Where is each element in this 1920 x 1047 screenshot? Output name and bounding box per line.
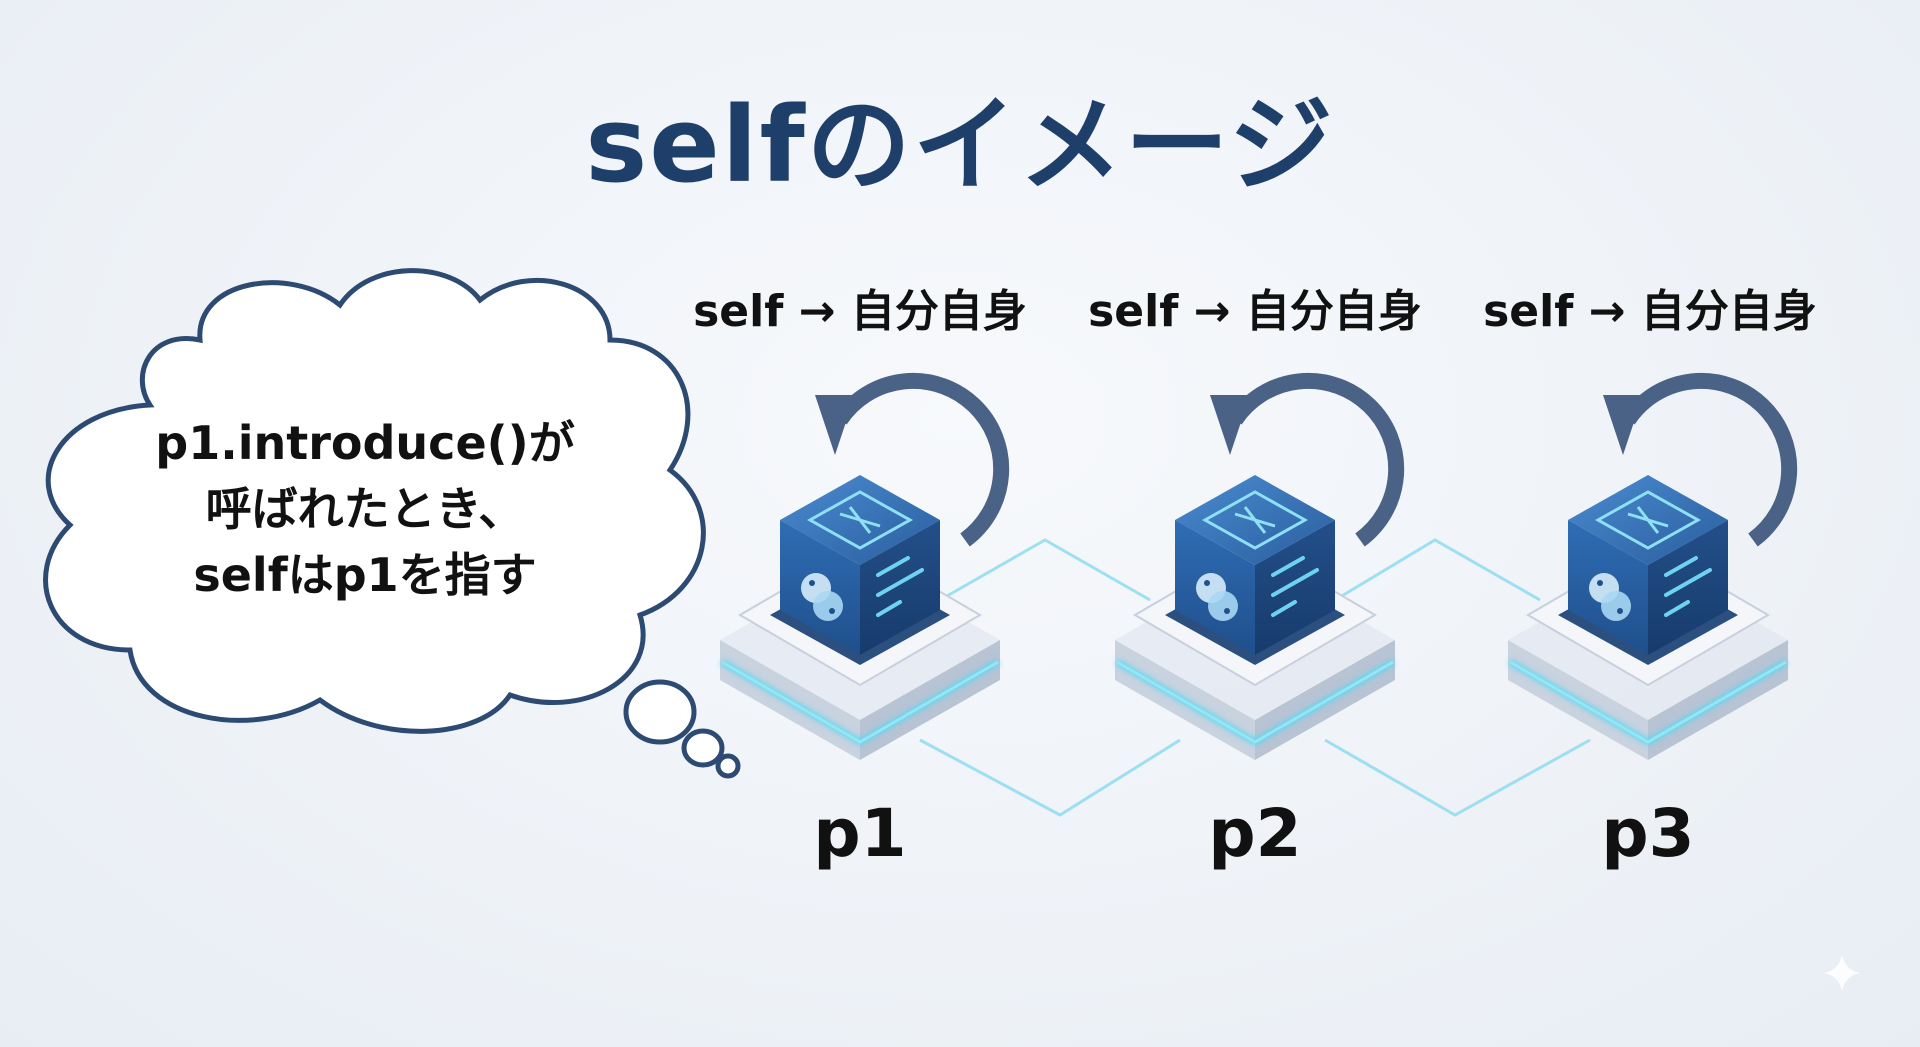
- object-node-p2: [1115, 372, 1405, 760]
- self-reference-loop-arrow-icon-p2: [1210, 372, 1405, 547]
- python-logo-icon-p3: [1589, 573, 1631, 621]
- object-label-p1: p1: [813, 795, 907, 872]
- self-label-p1: self → 自分自身: [693, 286, 1027, 337]
- connection-line-p1-p2-bottom: [919, 738, 1181, 817]
- python-logo-icon-p1: [801, 573, 843, 621]
- object-label-p3: p3: [1601, 795, 1695, 872]
- thought-line-2: 呼ばれたとき、: [205, 482, 525, 536]
- connection-line-p1-p2-top: [939, 538, 1151, 602]
- thought-line-3: selfはp1を指す: [193, 548, 537, 602]
- self-reference-loop-arrow-icon-p1: [815, 372, 1010, 547]
- thought-dot-medium: [681, 728, 725, 768]
- self-label-p2: self → 自分自身: [1088, 286, 1422, 337]
- thought-dot-large: [623, 679, 697, 745]
- python-logo-icon-p2: [1196, 573, 1238, 621]
- thought-bubble: [43, 268, 741, 779]
- cube-p1: [780, 475, 940, 655]
- thought-dot-small: [715, 753, 741, 779]
- self-reference-loop-arrow-icon-p3: [1603, 372, 1798, 547]
- self-label-p3: self → 自分自身: [1483, 286, 1817, 337]
- code-lines-icon-p3: [1664, 556, 1712, 617]
- thought-bubble-text: p1.introduce()が 呼ばれたとき、 selfはp1を指す: [60, 410, 670, 608]
- code-lines-icon-p1: [876, 556, 924, 617]
- connection-lines: [919, 538, 1591, 817]
- connection-line-p2-p3-top: [1334, 538, 1541, 602]
- object-node-p1: [720, 372, 1010, 760]
- object-label-p2: p2: [1208, 795, 1302, 872]
- object-node-p3: [1508, 372, 1798, 760]
- thought-cloud: [43, 268, 706, 734]
- page-title: selfのイメージ: [585, 84, 1335, 206]
- sparkle-icon: [1824, 955, 1860, 991]
- connection-line-p2-p3-bottom: [1324, 738, 1591, 817]
- cube-p3: [1568, 475, 1728, 655]
- cube-p2: [1175, 475, 1335, 655]
- code-lines-icon-p2: [1271, 556, 1319, 617]
- thought-line-1: p1.introduce()が: [155, 416, 575, 470]
